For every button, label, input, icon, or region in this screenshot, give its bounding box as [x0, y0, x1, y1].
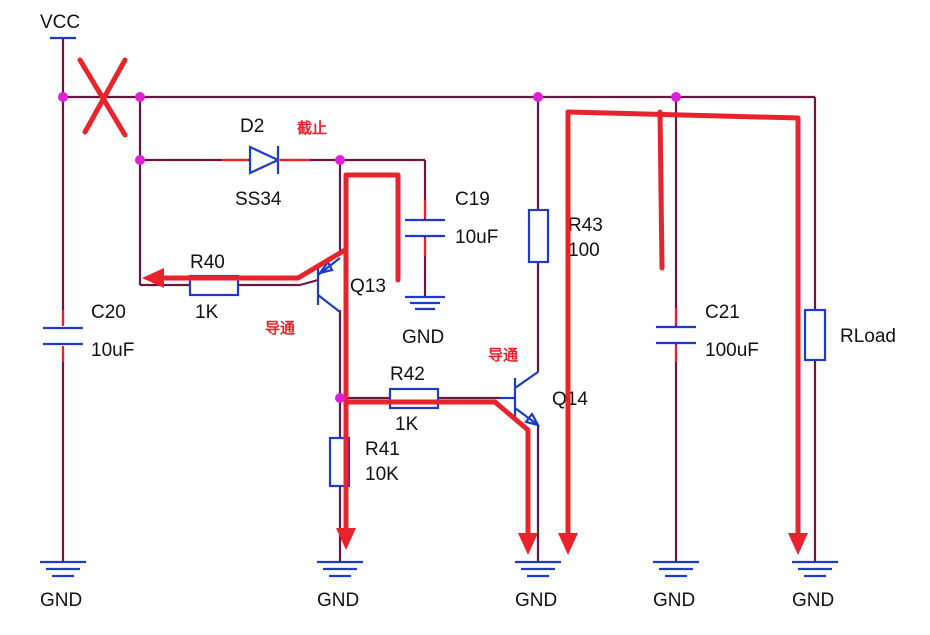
rload-label: RLoad: [840, 326, 896, 347]
resistor-r40: R40 1K: [188, 252, 240, 323]
resistor-r41: R41 10K: [328, 436, 400, 488]
gnd-label-rload: GND: [792, 590, 834, 611]
diode-d2: D2 SS34 截止: [222, 116, 327, 210]
r42-ref-label: R42: [390, 364, 425, 385]
transistor-q13: Q13 导通: [265, 257, 386, 337]
vcc-label: VCC: [40, 12, 80, 33]
capacitor-c20: C20 10uF: [43, 302, 134, 362]
resistor-rload: RLoad: [803, 308, 896, 362]
gnd-label-q14: GND: [515, 590, 557, 611]
r40-ref-label: R40: [190, 252, 225, 273]
c19-ref-label: C19: [455, 189, 490, 210]
r43-value-label: 100: [568, 240, 600, 261]
ground-c21: GND: [653, 560, 699, 611]
ground-q14: GND: [515, 560, 561, 611]
c20-value-label: 10uF: [91, 340, 134, 361]
gnd-label-c21: GND: [653, 590, 695, 611]
ground-c19: GND: [402, 295, 445, 348]
resistor-r43: R43 100: [527, 208, 603, 264]
current-flow-paths: [142, 109, 808, 555]
c21-value-label: 100uF: [705, 340, 759, 361]
capacitor-c21: C21 100uF: [656, 302, 759, 362]
junction-dots: [58, 92, 681, 403]
wires: [61, 38, 817, 562]
ground-r41: GND: [317, 560, 363, 611]
capacitor-c19: C19 10uF: [405, 189, 498, 256]
gnd-label-c20: GND: [40, 590, 82, 611]
gnd-label-r41: GND: [317, 590, 359, 611]
d2-value-label: SS34: [235, 189, 282, 210]
c20-ref-label: C20: [91, 302, 126, 323]
ground-rload: GND: [792, 560, 838, 611]
c19-value-label: 10uF: [455, 227, 498, 248]
d2-state-annotation: 截止: [297, 119, 327, 137]
r41-value-label: 10K: [365, 464, 399, 485]
ground-c20: GND: [40, 560, 86, 611]
q13-ref-label: Q13: [350, 276, 386, 297]
r40-value-label: 1K: [195, 302, 219, 323]
c21-ref-label: C21: [705, 302, 740, 323]
r41-ref-label: R41: [365, 439, 400, 460]
q13-state-annotation: 导通: [265, 319, 295, 337]
gnd-label-c19: GND: [402, 327, 444, 348]
r42-value-label: 1K: [395, 414, 419, 435]
q14-state-annotation: 导通: [488, 346, 518, 364]
d2-ref-label: D2: [240, 116, 264, 137]
r43-ref-label: R43: [568, 215, 603, 236]
vcc-symbol: VCC: [40, 12, 80, 40]
broken-connection-x-mark: [77, 57, 128, 138]
